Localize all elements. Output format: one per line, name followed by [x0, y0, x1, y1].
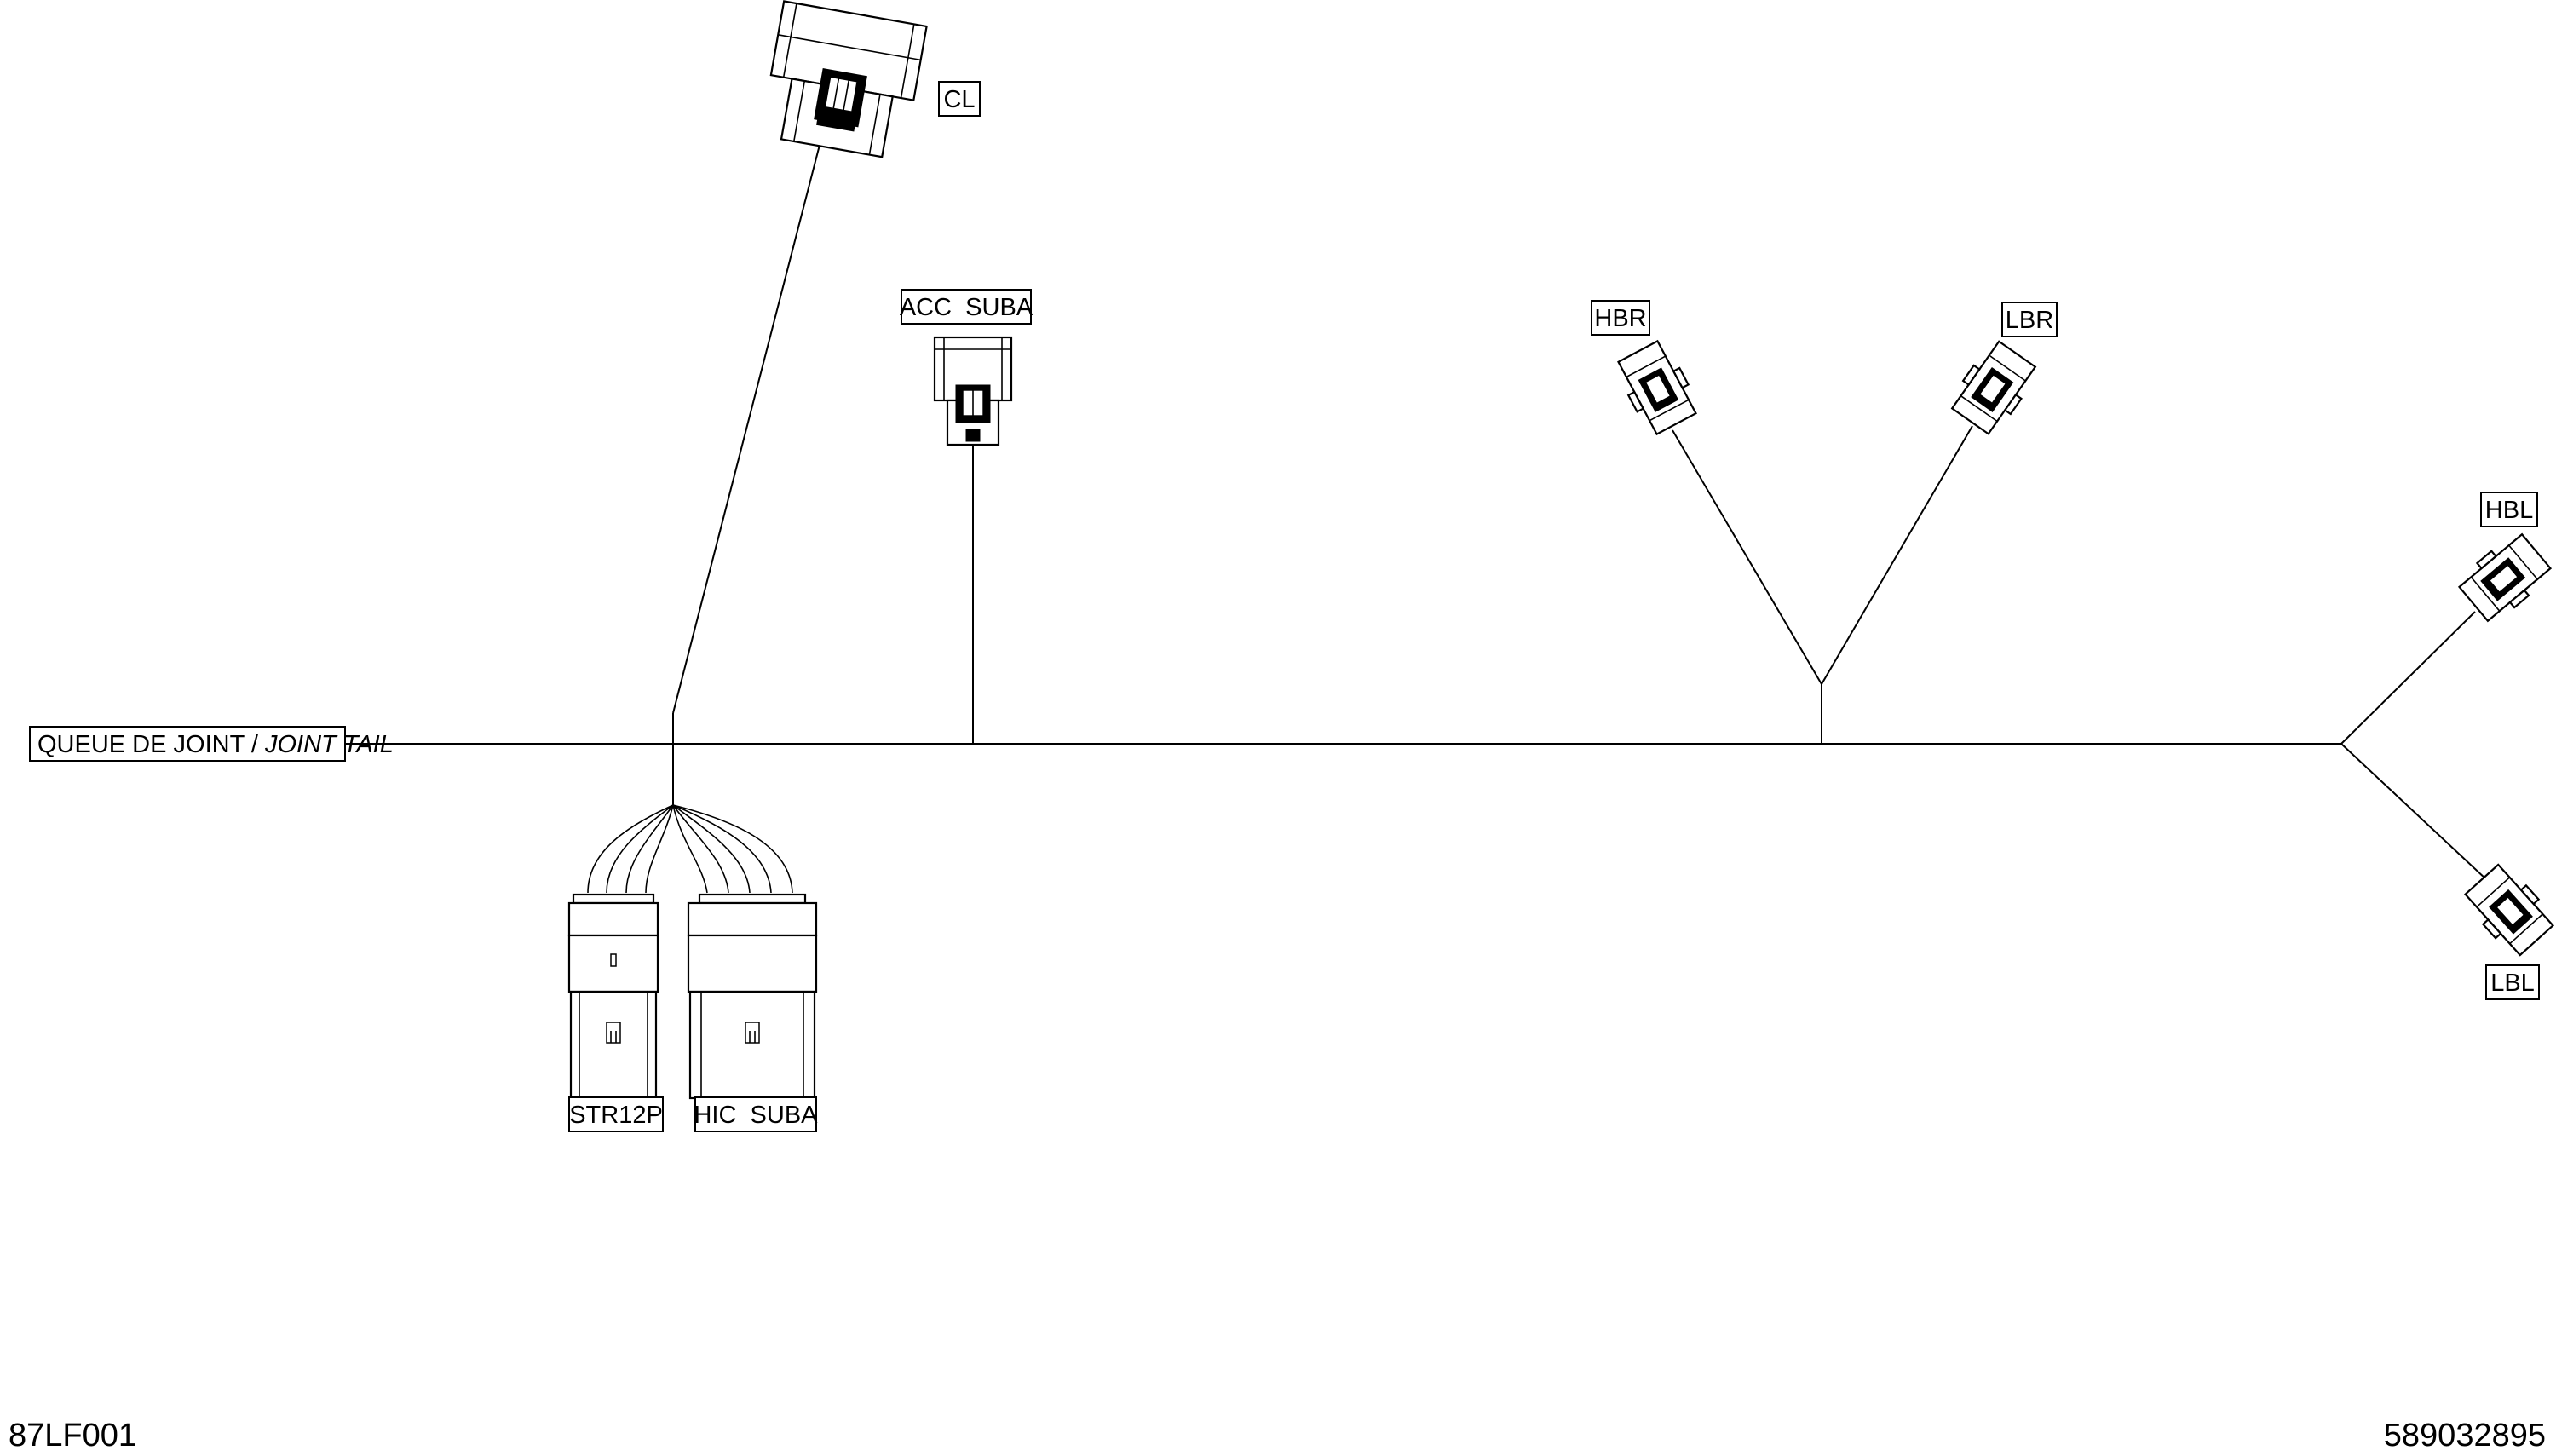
hbl-branch-wire [2340, 611, 2476, 745]
label-joint-tail-en: JOINT TAIL [264, 731, 394, 758]
label-hbr-text: HBR [1594, 305, 1646, 332]
hbr-connector [1617, 339, 1697, 436]
part-number: 589032895 [2384, 1418, 2546, 1453]
label-str12p: STR12P [568, 1096, 664, 1132]
figure-code: 87LF001 [9, 1418, 136, 1453]
str12p-connector [567, 893, 659, 1100]
cl-connector [769, 0, 928, 158]
label-lbr: LBR [2001, 302, 2058, 337]
label-hic-suba-text: HIC SUBA [694, 1102, 818, 1129]
fan-out-wires [587, 804, 793, 894]
hbl-connector [2457, 532, 2553, 623]
label-hbr: HBR [1591, 300, 1650, 336]
label-hbl-text: HBL [2485, 497, 2533, 524]
label-lbl-text: LBL [2490, 970, 2535, 997]
label-lbl: LBL [2485, 964, 2540, 1000]
hic-suba-connector [687, 893, 818, 1100]
cl-branch-wire [672, 144, 820, 714]
lbr-branch-wire [1821, 425, 1973, 685]
label-joint-tail-fr: QUEUE DE JOINT / [37, 731, 265, 758]
label-cl-text: CL [943, 86, 975, 113]
lbr-connector [1950, 340, 2037, 435]
label-acc-suba: ACC SUBA [900, 289, 1033, 325]
hbr-branch-wire [1672, 429, 1822, 685]
label-hic-suba: HIC SUBA [694, 1096, 818, 1132]
label-lbr-text: LBR [2006, 307, 2053, 334]
label-hbl: HBL [2480, 492, 2538, 527]
label-joint-tail-text: QUEUE DE JOINT / JOINT TAIL [37, 731, 394, 758]
harness-wires [345, 144, 2514, 906]
lbl-connector [2464, 863, 2554, 957]
label-str12p-text: STR12P [569, 1102, 663, 1129]
label-cl: CL [938, 81, 981, 117]
acc-suba-connector [933, 336, 1013, 446]
label-joint-tail: QUEUE DE JOINT / JOINT TAIL [29, 726, 394, 762]
label-acc-suba-text: ACC SUBA [900, 294, 1033, 321]
